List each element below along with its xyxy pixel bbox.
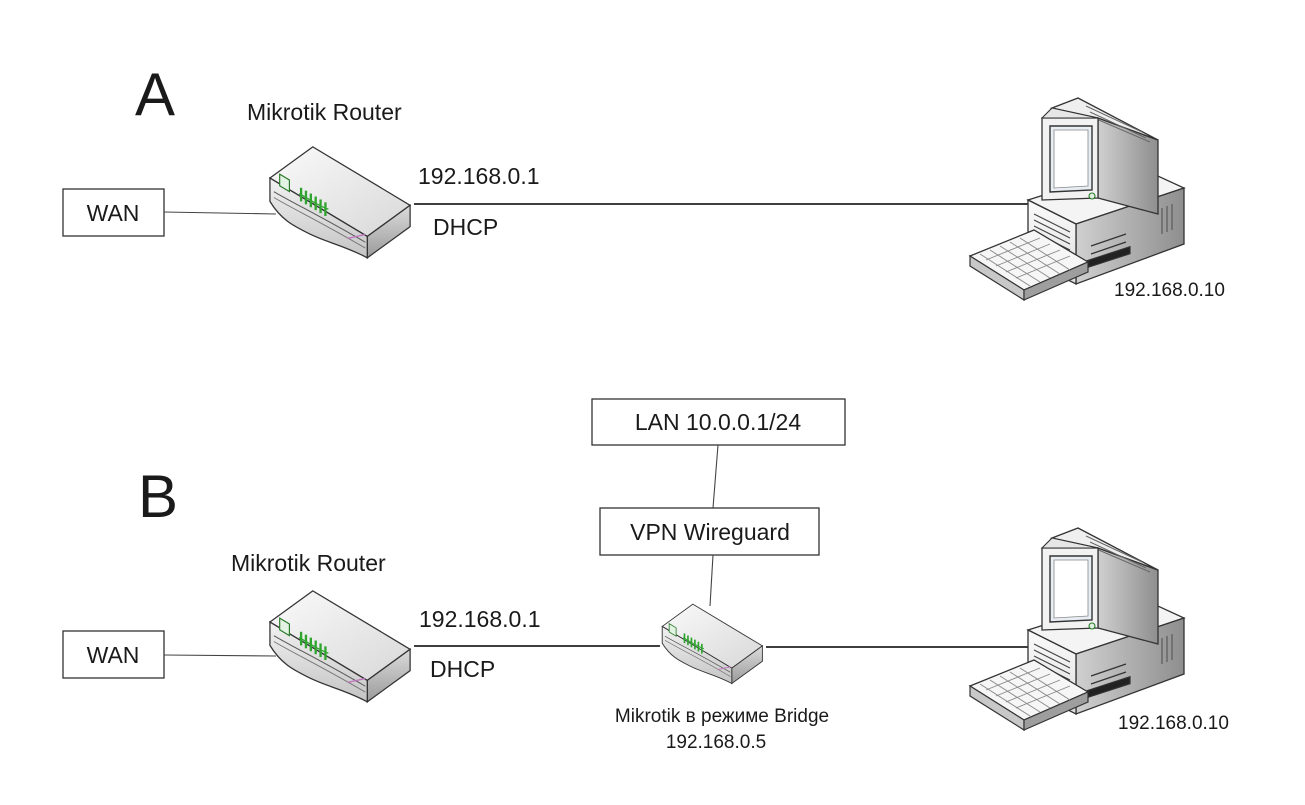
lan-vpn-link [712, 444, 719, 509]
scenario-a-wan-box [62, 188, 165, 237]
router-icon [268, 589, 412, 704]
scenario-a-wan-label: WAN [87, 200, 140, 226]
scenario-b-pc-ip: 192.168.0.10 [1118, 713, 1229, 734]
router-icon [661, 603, 764, 685]
scenario-a-router-label: Mikrotik Router [247, 99, 402, 125]
scenario-a-pc-ip: 192.168.0.10 [1114, 280, 1225, 301]
bridge-ip: 192.168.0.5 [666, 732, 766, 753]
scenario-b-wan-label: WAN [87, 642, 140, 668]
scenario-a-gateway-ip: 192.168.0.1 [418, 163, 540, 189]
scenario-b-gateway-ip: 192.168.0.1 [419, 606, 541, 632]
scenario-b-wan-link [163, 654, 277, 657]
scenario-a-wan-link [163, 211, 277, 215]
scenario-a-label: A [135, 61, 175, 128]
vpn-label: VPN Wireguard [630, 519, 790, 545]
scenario-b-dhcp-label: DHCP [430, 656, 495, 682]
router-icon [268, 145, 412, 260]
lan-label: LAN 10.0.0.1/24 [635, 409, 801, 435]
lan-box [591, 398, 846, 446]
scenario-b-wan-box [62, 630, 165, 679]
vpn-box [599, 507, 820, 556]
desktop-computer-icon [969, 97, 1185, 301]
bridge-label: Mikrotik в режиме Bridge [615, 706, 829, 727]
desktop-computer-icon [969, 527, 1185, 731]
scenario-a-dhcp-label: DHCP [433, 214, 498, 240]
scenario-b-label: B [138, 463, 178, 530]
scenario-b-router-label: Mikrotik Router [231, 550, 386, 576]
vpn-bridge-link [709, 554, 714, 607]
